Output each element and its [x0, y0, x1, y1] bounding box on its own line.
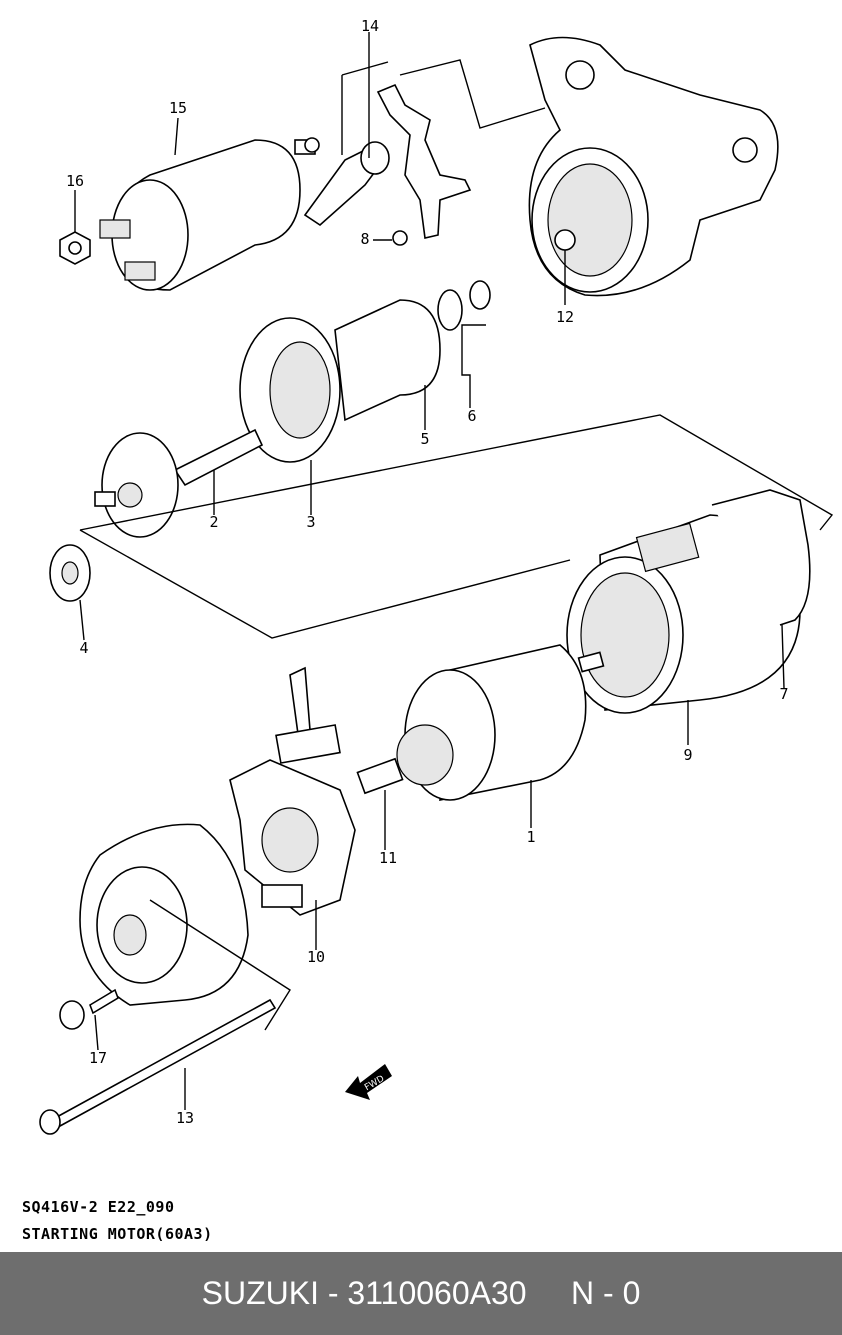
fwd-arrow: FWD: [345, 1064, 392, 1100]
callout-2: 2: [209, 513, 218, 531]
callout-15: 15: [169, 99, 187, 117]
callout-6: 6: [467, 407, 476, 425]
callout-1: 1: [526, 828, 535, 846]
callout-10: 10: [307, 948, 325, 966]
ball-8: [392, 230, 408, 246]
caption-line-2: STARTING MOTOR(60A3): [22, 1225, 213, 1243]
caption-line-1: SQ416V-2 E22_090: [22, 1198, 175, 1216]
footer-bar: SUZUKI - 3110060A30 N - 0: [0, 1252, 842, 1335]
exploded-parts-diagram: FWD 1 2 3 4 5 6 7 8 9 10 11 12 13 14 15: [39, 17, 834, 1135]
callout-13: 13: [176, 1109, 194, 1127]
group-outline-upper: [79, 414, 834, 639]
pinion-gear-4: [49, 544, 91, 602]
footer-code: N - 0: [571, 1275, 641, 1311]
planetary-shaft: [94, 428, 264, 538]
magnetic-switch: [99, 137, 320, 291]
nut-16: [59, 231, 91, 265]
armature: [356, 644, 605, 801]
drive-end-housing: [528, 36, 779, 297]
overrunning-clutch: [239, 280, 491, 463]
callout-9: 9: [683, 746, 692, 764]
fwd-label: FWD: [363, 1074, 386, 1093]
callout-7: 7: [779, 685, 788, 703]
brush-holder: [229, 666, 356, 916]
callout-14: 14: [361, 17, 379, 35]
callout-11: 11: [379, 849, 397, 867]
callout-5: 5: [420, 430, 429, 448]
callout-17: 17: [89, 1049, 107, 1067]
through-bolt-13: [39, 998, 277, 1135]
screw-17: [59, 988, 119, 1030]
footer-part-number: 3110060A30: [347, 1275, 527, 1311]
shift-lever: [303, 59, 546, 239]
callout-8: 8: [360, 230, 369, 248]
end-frame: [79, 823, 291, 1031]
leader-lines: [74, 32, 785, 1110]
footer-brand: SUZUKI: [201, 1275, 319, 1311]
callout-16: 16: [66, 172, 84, 190]
callout-12: 12: [556, 308, 574, 326]
cover-7: [711, 489, 811, 626]
callout-4: 4: [79, 639, 88, 657]
callout-3: 3: [306, 513, 315, 531]
callouts: 1 2 3 4 5 6 7 8 9 10 11 12 13 14 15 16 1…: [66, 17, 789, 1127]
